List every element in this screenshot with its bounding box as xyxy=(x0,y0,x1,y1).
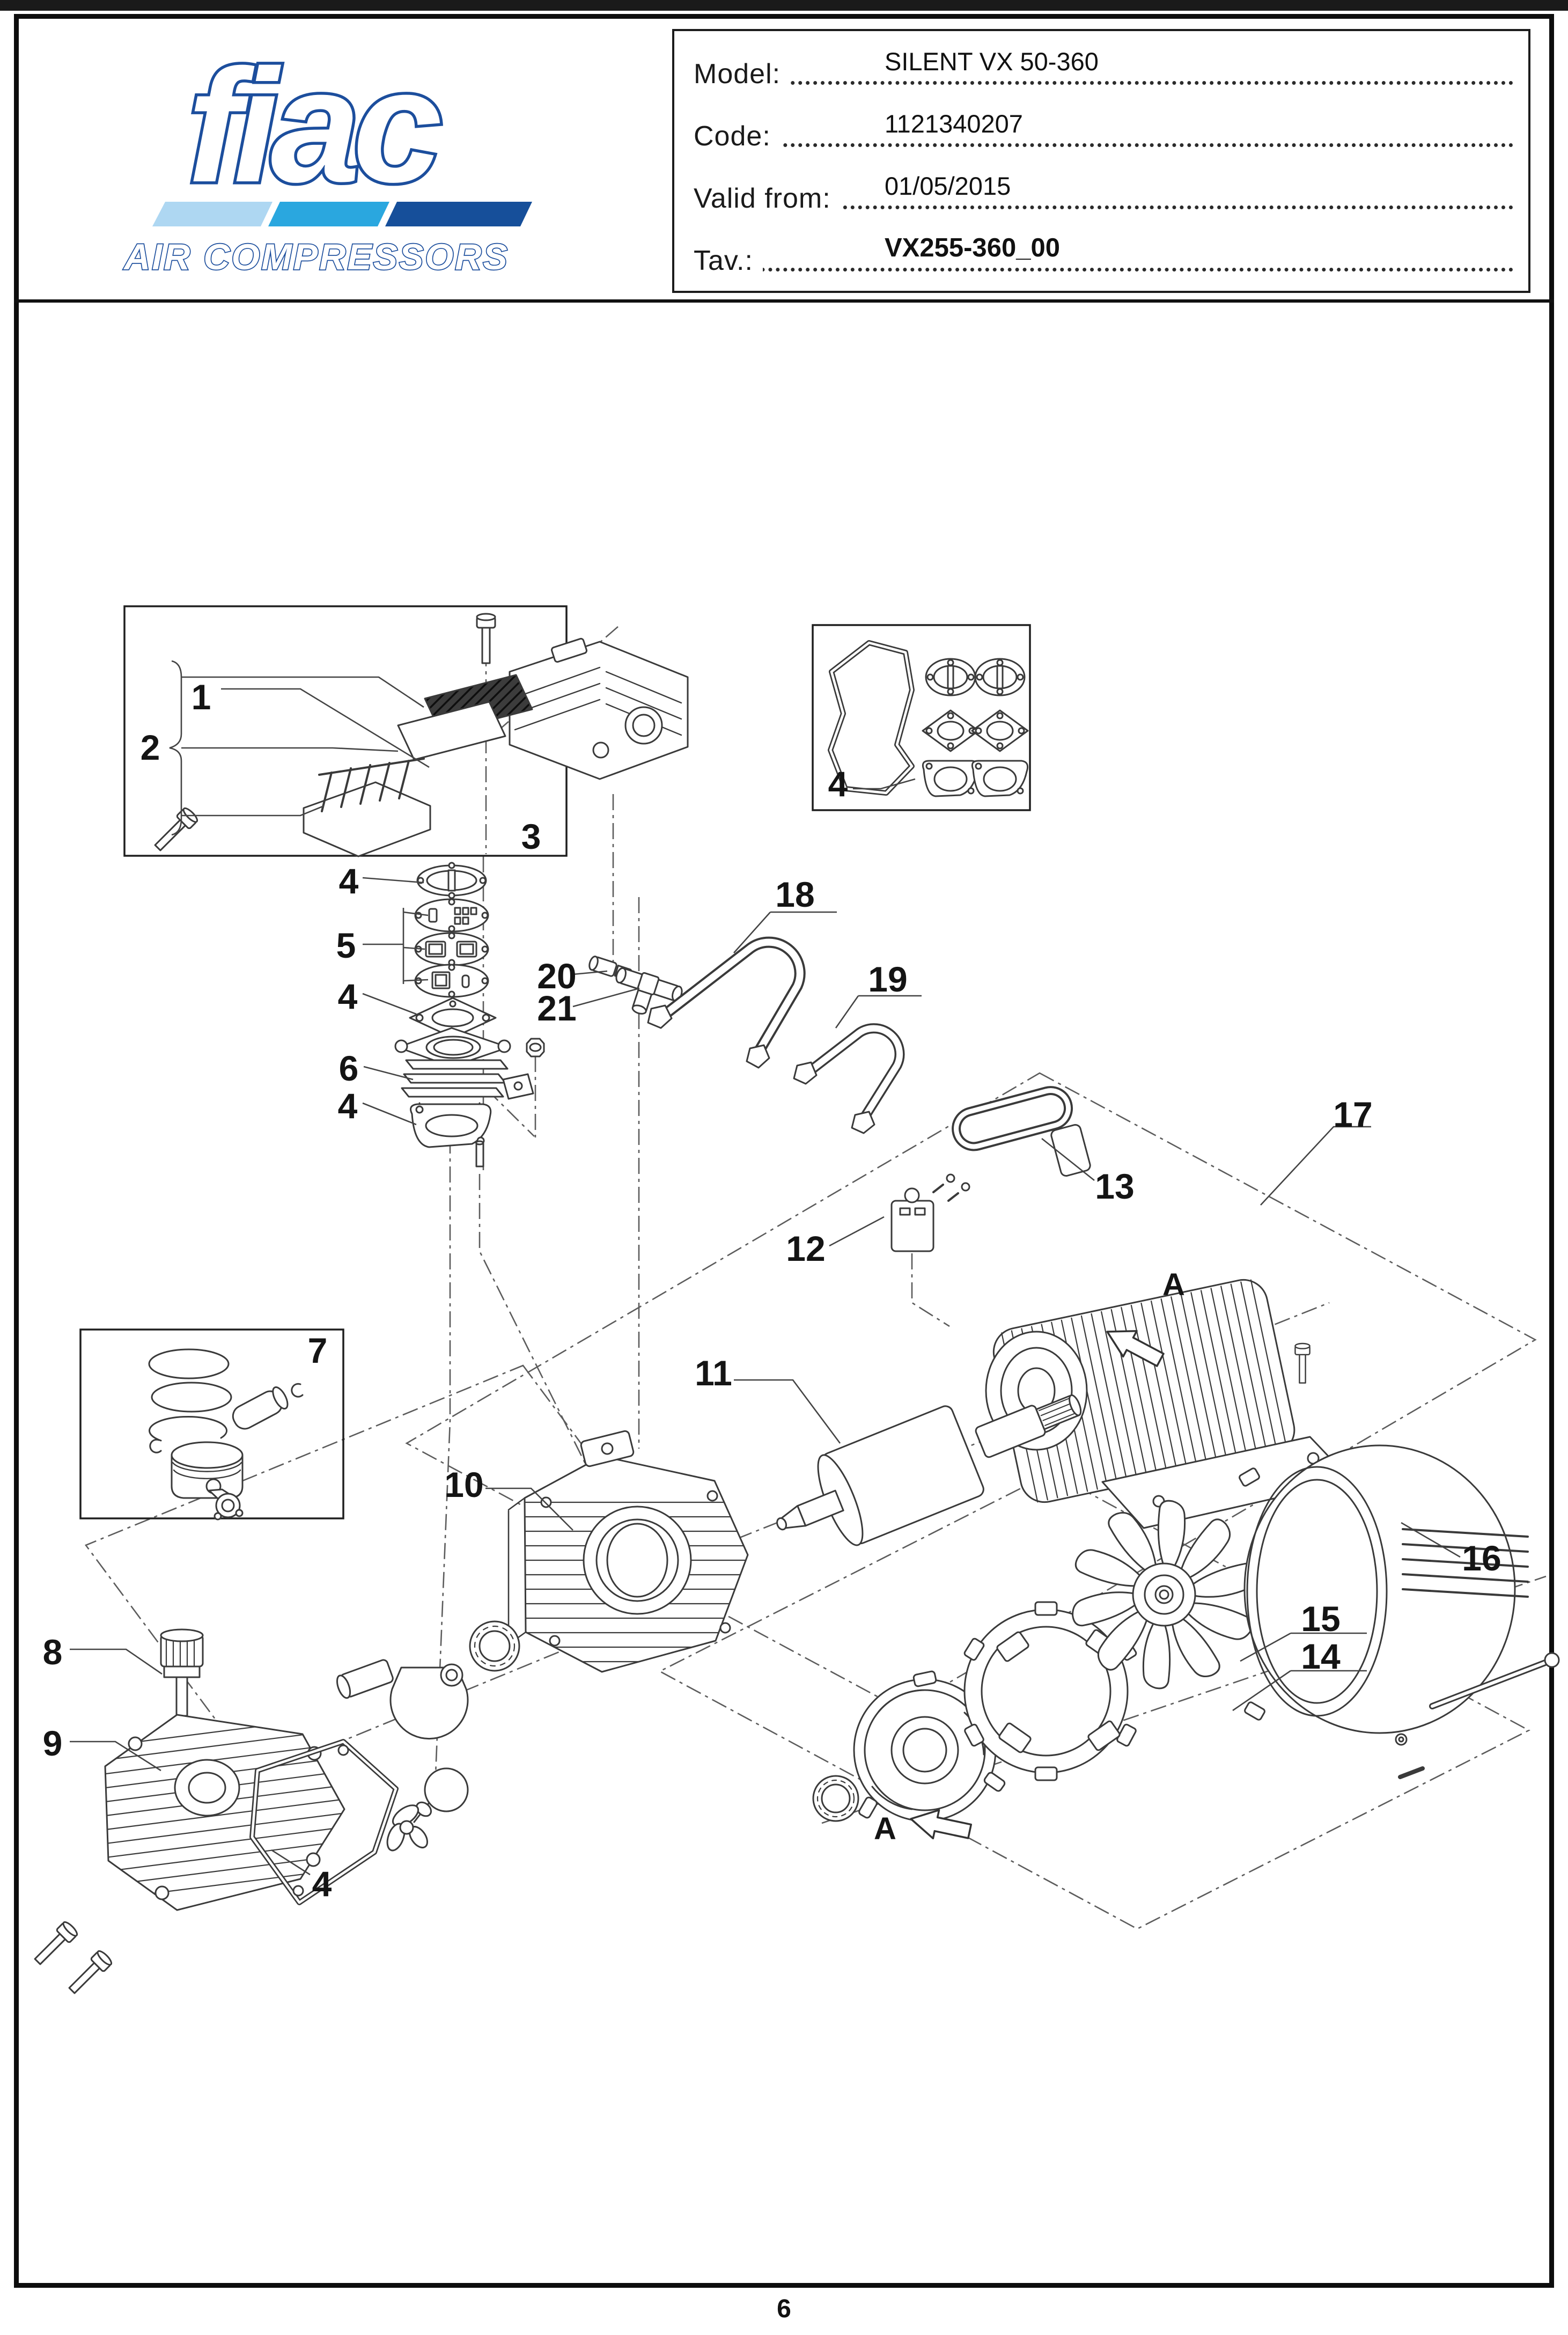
callout-14-17: 14 xyxy=(1301,1636,1341,1676)
logo-tagline: AIR COMPRESSORS xyxy=(123,237,509,277)
callout-4-12: 4 xyxy=(312,1864,332,1904)
callout-6-6: 6 xyxy=(339,1048,359,1088)
callout-11-14: 11 xyxy=(695,1353,732,1393)
field-value: SILENT VX 50-360 xyxy=(885,47,1099,76)
detail-boxes xyxy=(79,605,1031,1519)
callout-7-9: 7 xyxy=(308,1331,328,1370)
callout-4-8: 4 xyxy=(828,764,848,804)
callout-13-16: 13 xyxy=(1095,1166,1134,1206)
part-cover-screw xyxy=(1294,1342,1311,1384)
part-crankshaft xyxy=(336,1659,469,1740)
part-cylinder xyxy=(394,1027,534,1115)
dotted-line xyxy=(694,205,1513,209)
field-label: Valid from: xyxy=(694,182,841,215)
page-number: 6 xyxy=(777,2295,791,2323)
callout-5-4: 5 xyxy=(336,926,356,965)
dotted-line xyxy=(694,81,1513,85)
dotted-line xyxy=(694,143,1513,147)
callout-4-5: 4 xyxy=(338,976,358,1016)
dotted-line xyxy=(694,268,1513,271)
part-cover-gasket xyxy=(249,1739,399,1905)
callout-1-0: 1 xyxy=(192,677,211,717)
part-tube-19 xyxy=(793,1023,905,1134)
part-connecting-rod xyxy=(208,1488,244,1521)
box-piston-kit xyxy=(79,1328,344,1519)
view-label-A-26: A xyxy=(874,1811,896,1846)
view-label-A-25: A xyxy=(1162,1267,1185,1302)
field-label: Tav.: xyxy=(694,245,763,277)
scan-edge xyxy=(0,0,1568,11)
part-nut xyxy=(526,1038,545,1058)
part-tie-rod xyxy=(1395,1652,1560,1779)
fiac-logo: fiac AIR COMPRESSORS xyxy=(122,33,532,278)
part-gasket-kit xyxy=(828,640,1029,797)
part-fitting-tee xyxy=(615,967,683,1015)
part-cylinder-head xyxy=(509,637,689,780)
header-field-tav: Tav.: VX255-360_00 xyxy=(674,225,1528,288)
leader-lines xyxy=(70,660,1461,1876)
callout-19-22: 19 xyxy=(868,959,907,999)
part-valve-plate-2 xyxy=(414,932,489,966)
field-value: 1121340207 xyxy=(885,109,1023,138)
part-bearing-rear xyxy=(812,1775,859,1822)
part-capacitor xyxy=(890,1187,934,1252)
callout-2-1: 2 xyxy=(141,728,160,767)
header-field-code: Code: 1121340207 xyxy=(674,101,1528,163)
part-cover-screws xyxy=(31,1920,113,1997)
callout-20-23: 20 xyxy=(537,956,576,996)
callout-17-20: 17 xyxy=(1333,1095,1372,1134)
callout-16-19: 16 xyxy=(1462,1538,1501,1578)
callout-15-18: 15 xyxy=(1301,1599,1340,1639)
callout-9-11: 9 xyxy=(43,1723,63,1763)
part-head-bolt xyxy=(476,613,496,664)
callout-10-13: 10 xyxy=(444,1465,483,1504)
page-border xyxy=(14,14,1554,2288)
part-bearing-front xyxy=(469,1620,520,1672)
callout-4-3: 4 xyxy=(339,861,359,901)
logo-wordmark: fiac xyxy=(188,35,441,216)
part-fan-cover xyxy=(1239,1444,1529,1734)
field-value: 01/05/2015 xyxy=(885,172,1011,200)
part-end-shield xyxy=(853,1670,1006,1822)
part-piston xyxy=(171,1441,244,1499)
part-drain-knob xyxy=(386,1767,469,1852)
part-piston-rings xyxy=(148,1348,232,1442)
logo-bar xyxy=(152,202,532,226)
part-filter-felt xyxy=(397,701,506,761)
part-filter-body xyxy=(303,758,431,857)
part-crankcase xyxy=(507,1430,749,1673)
part-valve-plate-1 xyxy=(414,898,489,932)
header-field-model: Model: SILENT VX 50-360 xyxy=(674,39,1528,101)
callout-8-10: 8 xyxy=(43,1632,63,1672)
part-valve-gasket xyxy=(409,997,497,1039)
field-value: VX255-360_00 xyxy=(885,233,1060,262)
header-divider xyxy=(14,299,1554,303)
field-label: Code: xyxy=(694,120,781,152)
callout-18-21: 18 xyxy=(775,875,814,914)
part-stator-winding xyxy=(932,1086,1091,1202)
part-fan xyxy=(1068,1500,1261,1690)
box-gasket-kit xyxy=(812,624,1031,811)
part-valve-plate-3 xyxy=(414,964,489,998)
field-label: Model: xyxy=(694,58,791,90)
part-wrist-pin xyxy=(232,1386,289,1430)
callout-3-2: 3 xyxy=(521,817,541,856)
part-head-gasket xyxy=(416,862,487,899)
part-filter-screw xyxy=(151,806,199,854)
part-circlips xyxy=(149,1383,304,1453)
part-rotor-shaft xyxy=(776,1394,1082,1546)
callout-21-24: 21 xyxy=(537,988,576,1028)
callout-12-15: 12 xyxy=(786,1229,825,1268)
callout-4-7: 4 xyxy=(338,1086,358,1126)
header-field-validfrom: Valid from: 01/05/2015 xyxy=(674,163,1528,225)
part-tube-18 xyxy=(647,936,806,1069)
part-stud xyxy=(475,1140,484,1168)
